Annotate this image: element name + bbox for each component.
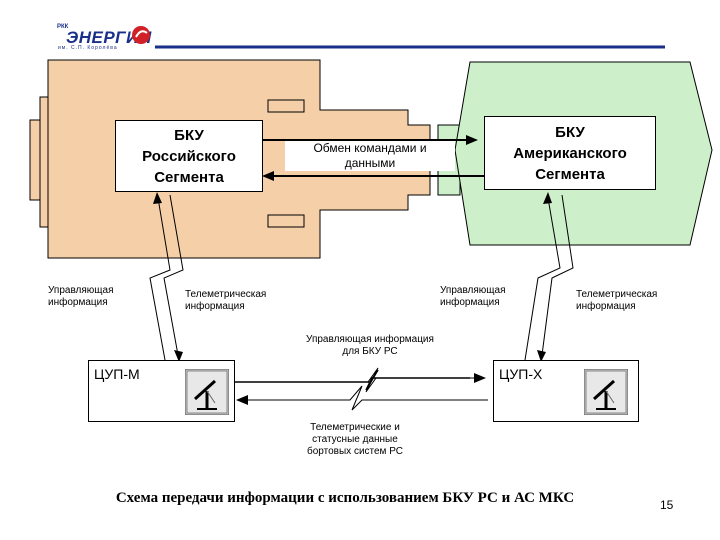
logo-subtitle: им. С.П. Королёва	[58, 45, 118, 51]
label-control-for-rs-line1: Управляющая информация	[306, 334, 434, 345]
exchange-arrows	[262, 135, 484, 181]
cup-x-label: ЦУП-Х	[499, 366, 543, 382]
logo-prefix: РКК	[57, 24, 69, 30]
label-control-right: Управляющая информация	[440, 285, 505, 309]
exchange-label-line1: Обмен командами и	[313, 141, 427, 155]
exchange-label: Обмен командами и данными	[285, 141, 455, 171]
bku-rs-line3: Сегмента	[154, 168, 224, 186]
label-control-left-line2: информация	[48, 297, 108, 308]
bku-us-box: БКУ Американского Сегмента	[484, 116, 656, 190]
bku-rs-box: БКУ Российского Сегмента	[115, 120, 263, 192]
ground-antenna-icon	[584, 369, 628, 415]
label-telemetry-right: Телеметрическая информация	[576, 289, 657, 313]
logo-emblem-icon	[132, 26, 150, 44]
cup-m-box: ЦУП-М	[88, 360, 235, 422]
logo-name: ЭНЕРГИЯ	[66, 28, 152, 47]
link-down-right	[537, 194, 574, 362]
link-up-right	[524, 192, 561, 361]
ground-antenna-icon	[185, 369, 229, 415]
label-control-right-line1: Управляющая	[440, 285, 506, 296]
rs-port-top	[267, 99, 305, 113]
rs-port-bottom	[267, 214, 305, 228]
ground-link-to-m	[236, 385, 488, 411]
bku-us-line2: Американского	[513, 144, 627, 162]
label-telemetry-status-line2: статусные данные	[312, 434, 398, 445]
label-control-right-line2: информация	[440, 297, 500, 308]
label-telemetry-left: Телеметрическая информация	[185, 289, 266, 313]
label-control-left-line1: Управляющая	[48, 285, 114, 296]
label-telemetry-status-line1: Телеметрические и	[310, 422, 400, 433]
label-telemetry-status-line3: бортовых систем РС	[307, 446, 403, 457]
bku-us-line1: БКУ	[555, 123, 585, 141]
label-telemetry-right-line2: информация	[576, 301, 636, 312]
page-number: 15	[660, 498, 674, 512]
label-telemetry-right-line1: Телеметрическая	[576, 289, 658, 300]
bku-rs-line1: БКУ	[174, 126, 204, 144]
label-telemetry-left-line2: информация	[185, 301, 245, 312]
label-telemetry-left-line1: Телеметрическая	[185, 289, 267, 300]
cup-x-box: ЦУП-Х	[493, 360, 639, 422]
cup-m-label: ЦУП-М	[94, 366, 140, 382]
bku-rs-line2: Российского	[142, 147, 236, 165]
diagram-caption: Схема передачи информации с использовани…	[115, 490, 575, 506]
ground-link-to-x	[233, 367, 486, 393]
label-control-for-rs-line2: для БКУ РС	[342, 346, 398, 357]
label-control-for-rs: Управляющая информация для БКУ РС	[270, 334, 470, 358]
link-up-left	[149, 192, 171, 361]
label-control-left: Управляющая информация	[48, 285, 113, 309]
label-telemetry-status: Телеметрические и статусные данные борто…	[260, 422, 450, 458]
bku-us-line3: Сегмента	[535, 165, 605, 183]
link-down-left	[163, 194, 184, 362]
exchange-label-line2: данными	[344, 156, 396, 170]
